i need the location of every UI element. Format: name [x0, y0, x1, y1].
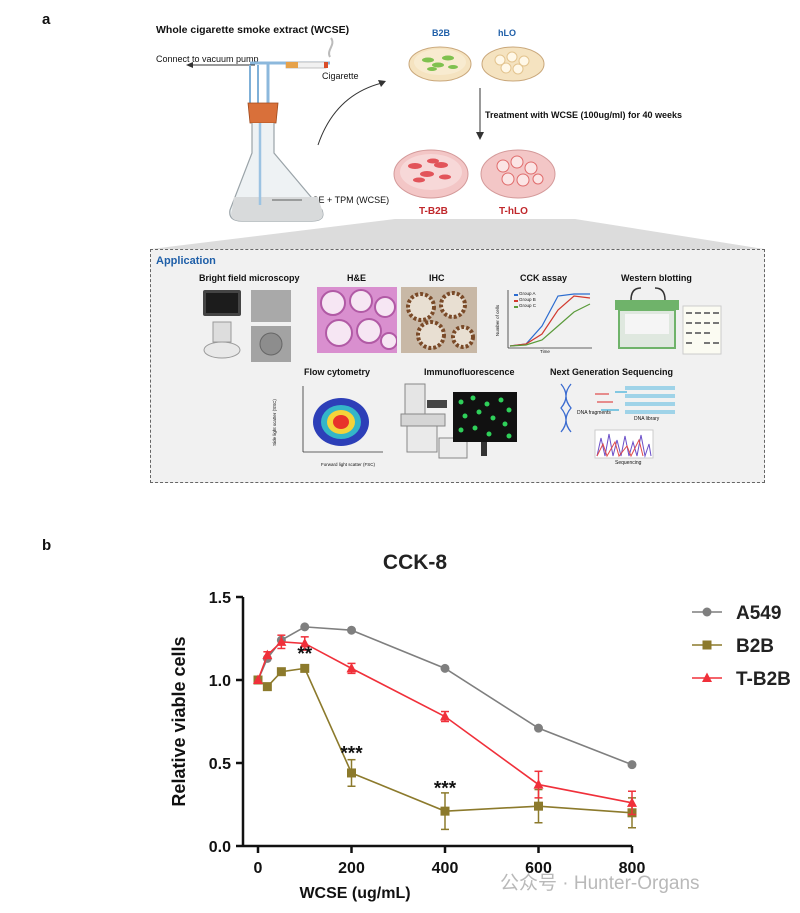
treatment-label: Treatment with WCSE (100ug/ml) for 40 we…	[485, 110, 683, 120]
b2b-point	[534, 801, 543, 811]
panel-a-letter: a	[42, 11, 51, 28]
wcse-title: Whole cigarette smoke extract (WCSE)	[156, 24, 350, 36]
x-tick-label: 200	[338, 860, 365, 877]
legend-label-b2b: B2B	[736, 636, 774, 657]
dish-label-b2b: B2B	[432, 28, 451, 38]
he-image	[317, 287, 397, 353]
application-title: Application	[156, 255, 216, 267]
ihc-image	[401, 287, 477, 353]
ngs-library: DNA library	[634, 416, 660, 422]
treated-dishes	[393, 149, 556, 199]
a549-point	[300, 622, 310, 632]
dish-label-tb2b: T-B2B	[419, 206, 448, 217]
cck-mini-legend-a: Group A	[519, 291, 536, 296]
western-label: Western blotting	[621, 273, 692, 283]
ngs-image	[560, 383, 675, 459]
t-b2b-point	[299, 637, 310, 648]
b2b-point	[276, 667, 286, 677]
dish-label-thlo: T-hLO	[499, 206, 528, 217]
b2b-point	[440, 806, 450, 816]
legend-marker-b2b	[702, 640, 712, 650]
t-b2b-point	[440, 711, 450, 721]
t-b2b-point	[627, 797, 637, 807]
legend-marker-a549	[702, 607, 712, 617]
b2b-point	[347, 768, 356, 778]
watermark: 公众号 · Hunter-Organs	[500, 873, 700, 894]
legend-label-t-b2b: T-B2B	[736, 669, 791, 690]
significance-mark: ***	[340, 744, 363, 765]
flow-ylabel: Side light scatter (SSC)	[271, 399, 277, 446]
legend-label-a549: A549	[736, 603, 781, 624]
x-tick-label: 800	[619, 860, 646, 877]
western-image	[615, 287, 722, 355]
a549-point	[627, 760, 637, 770]
vacuum-label: Connect to vacuum pump	[156, 54, 259, 64]
y-tick-label: 0.5	[209, 756, 231, 773]
y-tick-label: 0.0	[209, 839, 231, 856]
chart-title: CCK-8	[383, 551, 447, 574]
ngs-sequencing: Sequencing	[615, 460, 642, 466]
panel-b-letter: b	[42, 537, 52, 554]
b2b-point	[262, 682, 272, 692]
flow-image	[302, 386, 383, 453]
t-b2b-line	[257, 640, 633, 804]
he-label: H&E	[347, 273, 367, 283]
bright-field-label: Bright field microscopy	[199, 273, 300, 283]
dish-label-hlo: hLO	[498, 28, 516, 38]
if-image	[400, 383, 517, 459]
application-box: Application Bright field microscopy H&E …	[150, 249, 765, 483]
t-b2b-point	[253, 674, 263, 684]
x-tick-label: 0	[254, 860, 263, 877]
cigarette-label: Cigarette	[322, 71, 359, 81]
significance-mark: **	[297, 644, 312, 665]
cck-mini-ylabel: Number of cells	[495, 304, 501, 337]
y-axis-label: Relative viable cells	[169, 636, 189, 806]
y-tick-label: 1.5	[209, 590, 231, 607]
x-axis-label: WCSE (ug/mL)	[299, 885, 410, 902]
flask-apparatus	[186, 37, 386, 222]
treatment-arrow	[476, 88, 484, 140]
flow-label: Flow cytometry	[304, 367, 371, 377]
cck-assay-label: CCK assay	[520, 273, 568, 283]
ngs-fragments: DNA fragments	[577, 410, 611, 416]
a549-line	[257, 626, 633, 766]
t-b2b-point	[346, 662, 357, 673]
untreated-dishes	[408, 46, 545, 82]
x-tick-label: 600	[525, 860, 552, 877]
microscope-images	[203, 290, 291, 362]
cse-label: CSE + TPM (WCSE)	[306, 195, 390, 205]
cck-mini-xlabel: Time	[540, 349, 550, 354]
application-funnel	[151, 219, 764, 249]
flow-xlabel: Forward light scatter (FSC)	[321, 462, 376, 467]
x-tick-label: 400	[432, 860, 459, 877]
ihc-label: IHC	[429, 273, 445, 283]
legend-marker-t-b2b	[702, 672, 712, 682]
ngs-label: Next Generation Sequencing	[550, 367, 674, 377]
b2b-point	[300, 663, 310, 673]
a549-point	[534, 723, 543, 733]
significance-mark: ***	[434, 779, 457, 800]
cck-mini-legend-b: Group B	[519, 297, 536, 302]
cck-mini-legend-c: Group C	[519, 303, 537, 308]
t-b2b-point	[262, 649, 273, 660]
t-b2b-point	[533, 779, 544, 789]
a549-point	[347, 625, 356, 635]
cck-mini-chart	[507, 290, 592, 349]
if-label: Immunofluorescence	[424, 367, 515, 377]
a549-point	[440, 663, 450, 673]
y-tick-label: 1.0	[209, 673, 231, 690]
t-b2b-point	[276, 636, 287, 646]
